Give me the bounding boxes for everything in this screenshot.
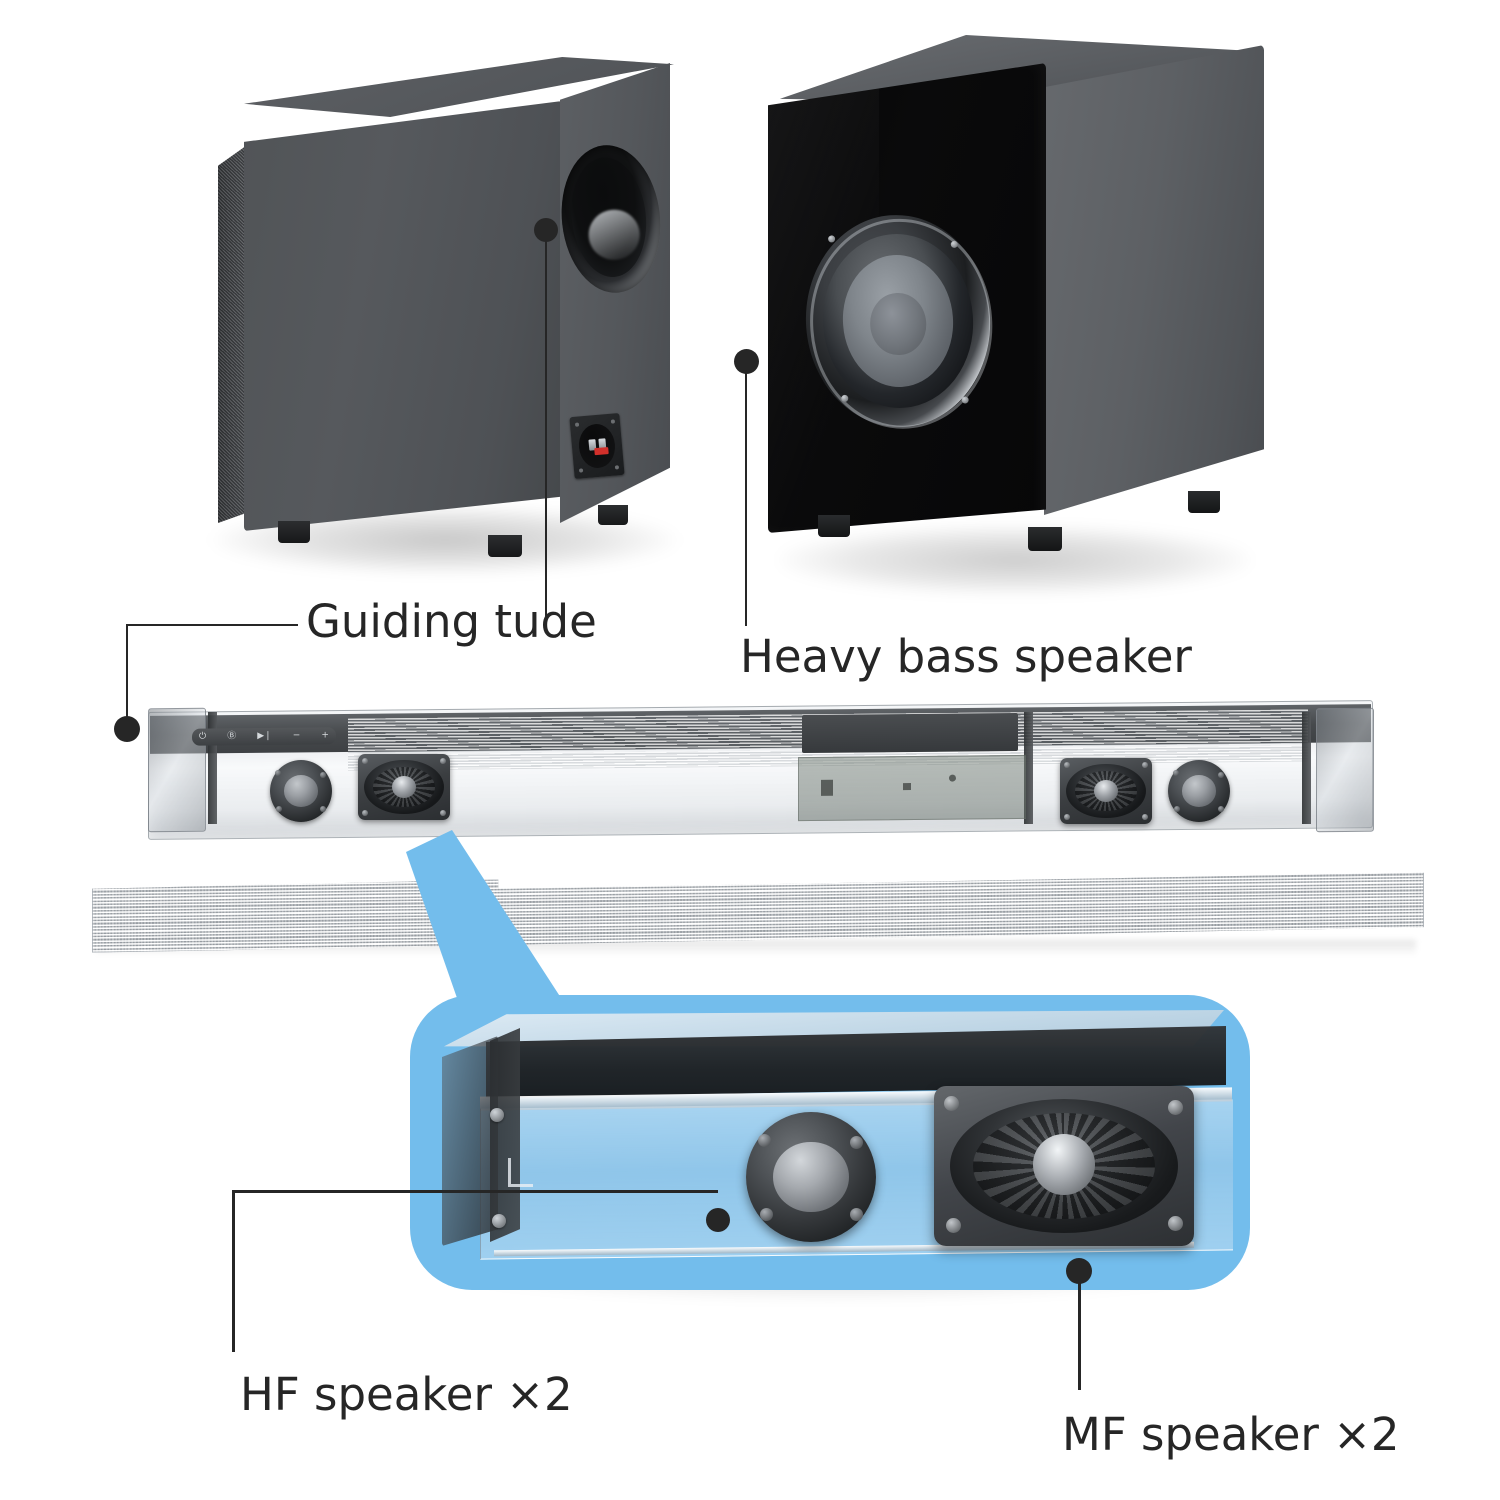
subwoofer-front-foot-1 [818, 515, 850, 537]
pcb-connector [821, 779, 833, 796]
mf-screw-right-tl [1064, 762, 1070, 768]
play-pause-button[interactable]: ▶❘ [257, 730, 272, 742]
subwoofer-front-view [760, 25, 1280, 595]
soundbar-strut-right [1302, 711, 1311, 825]
detail-left-end-wall [442, 1036, 498, 1246]
mf-screw-left-tr [440, 758, 446, 764]
hf-screw-right-tr [1218, 772, 1224, 778]
subwoofer-front-shadow [780, 525, 1250, 595]
mf-dust-cap-detail [1032, 1134, 1096, 1195]
subwoofer-rear-back-panel [244, 101, 562, 531]
terminal-recess [577, 422, 617, 470]
callout-dot-heavy-bass-speaker [734, 349, 759, 374]
hf-screw-left-bl [276, 806, 282, 812]
terminal-screw-bl [578, 468, 584, 473]
mf-detail-screw-tl [944, 1096, 959, 1111]
callout-line-heavy-bass-speaker [745, 370, 747, 626]
callout-line-hf-speaker-horizontal [232, 1190, 718, 1193]
speaker-binding-post-terminal [569, 412, 625, 480]
mf-speaker-right [1060, 758, 1152, 824]
detail-screw-upper-left [490, 1108, 504, 1122]
mf-detail-screw-bl [946, 1218, 961, 1233]
callout-line-guiding-tude-horizontal [126, 624, 298, 626]
subwoofer-rear-foot-3 [598, 505, 628, 525]
hf-screw-right-tl [1173, 770, 1179, 776]
pcb-chip-2 [949, 774, 956, 782]
soundbar-button-row[interactable]: ⏻ Ⓑ ▶❘ − + [192, 727, 336, 746]
hf-screw-left-tr [320, 772, 326, 778]
hf-dome-right [1181, 774, 1217, 808]
mf-dust-cap-right [1094, 779, 1118, 803]
detail-corner-marker [508, 1158, 533, 1187]
mf-screw-left-tl [362, 758, 368, 764]
bluetooth-button[interactable]: Ⓑ [227, 731, 237, 742]
mf-screw-right-br [1142, 814, 1148, 820]
detail-screw-lower-left [492, 1214, 506, 1228]
callout-label-heavy-bass-speaker: Heavy bass speaker [740, 630, 1192, 683]
hf-detail-screw-br [850, 1208, 863, 1221]
volume-down-button[interactable]: − [292, 730, 301, 741]
mf-detail-screw-tr [1168, 1100, 1183, 1115]
terminal-screw-tl [574, 422, 580, 427]
hf-screw-left-tl [275, 770, 281, 776]
hf-speaker-right [1168, 760, 1230, 822]
hf-screw-right-bl [1174, 806, 1180, 812]
callout-line-mf-speaker-vertical [1078, 1282, 1081, 1390]
hf-screw-left-br [320, 806, 326, 812]
subwoofer-front-foot-3 [1188, 491, 1220, 513]
soundbar-control-panel [802, 712, 1018, 754]
mf-speaker-left [358, 754, 450, 820]
callout-dot-mf-speaker [1066, 1258, 1092, 1284]
mf-dust-cap-left [392, 775, 416, 799]
pcb-chip-1 [903, 783, 911, 791]
hf-detail-screw-bl [760, 1208, 773, 1221]
terminal-red-marker [594, 447, 609, 456]
mf-detail-screw-br [1168, 1216, 1183, 1231]
power-button[interactable]: ⏻ [199, 731, 207, 742]
callout-label-mf-speaker: MF speaker ×2 [1062, 1408, 1400, 1461]
mf-screw-left-br [440, 810, 446, 816]
zoom-callout-arrow [406, 830, 574, 1018]
callout-dot-hf-speaker [706, 1208, 730, 1232]
hf-speaker-left [270, 760, 332, 822]
hf-dome-left [283, 774, 319, 808]
hf-speaker-detail [746, 1112, 876, 1242]
callout-line-hf-speaker-vertical [232, 1190, 235, 1352]
callout-line-guiding-tude-vertical-down [126, 625, 128, 721]
callout-label-guiding-tude: Guiding tude [306, 595, 597, 648]
callout-line-guiding-tude-vertical-up [545, 236, 547, 620]
subwoofer-rear-foot-2 [488, 535, 522, 557]
hf-detail-screw-tr [850, 1136, 863, 1149]
woofer-screw-tl [827, 235, 836, 243]
mf-screw-right-bl [1064, 814, 1070, 820]
soundbar-end-cap-left [148, 707, 206, 833]
volume-up-button[interactable]: + [321, 730, 329, 741]
mf-speaker-detail [934, 1086, 1194, 1246]
soundbar-transparent-view: ⏻ Ⓑ ▶❘ − + [148, 700, 1374, 840]
soundbar-end-cap-right [1316, 707, 1374, 833]
hf-dome-detail [773, 1141, 849, 1213]
subwoofer-rear-view [200, 35, 690, 575]
mf-screw-left-bl [362, 810, 368, 816]
hf-screw-right-br [1218, 806, 1224, 812]
detail-left-inner-bracket [490, 1028, 520, 1242]
subwoofer-front-foot-2 [1028, 527, 1062, 551]
hf-detail-screw-tl [758, 1134, 771, 1147]
subwoofer-rear-foot-1 [278, 521, 310, 543]
mf-screw-right-tr [1142, 762, 1148, 768]
callout-label-hf-speaker: HF speaker ×2 [240, 1368, 573, 1421]
terminal-screw-br [614, 465, 620, 470]
soundbar-detail-cutaway [434, 1008, 1234, 1270]
subwoofer-front-side-panel [1044, 45, 1264, 515]
soundbar-main-pcb [798, 754, 1026, 822]
terminal-screw-tr [610, 419, 616, 424]
